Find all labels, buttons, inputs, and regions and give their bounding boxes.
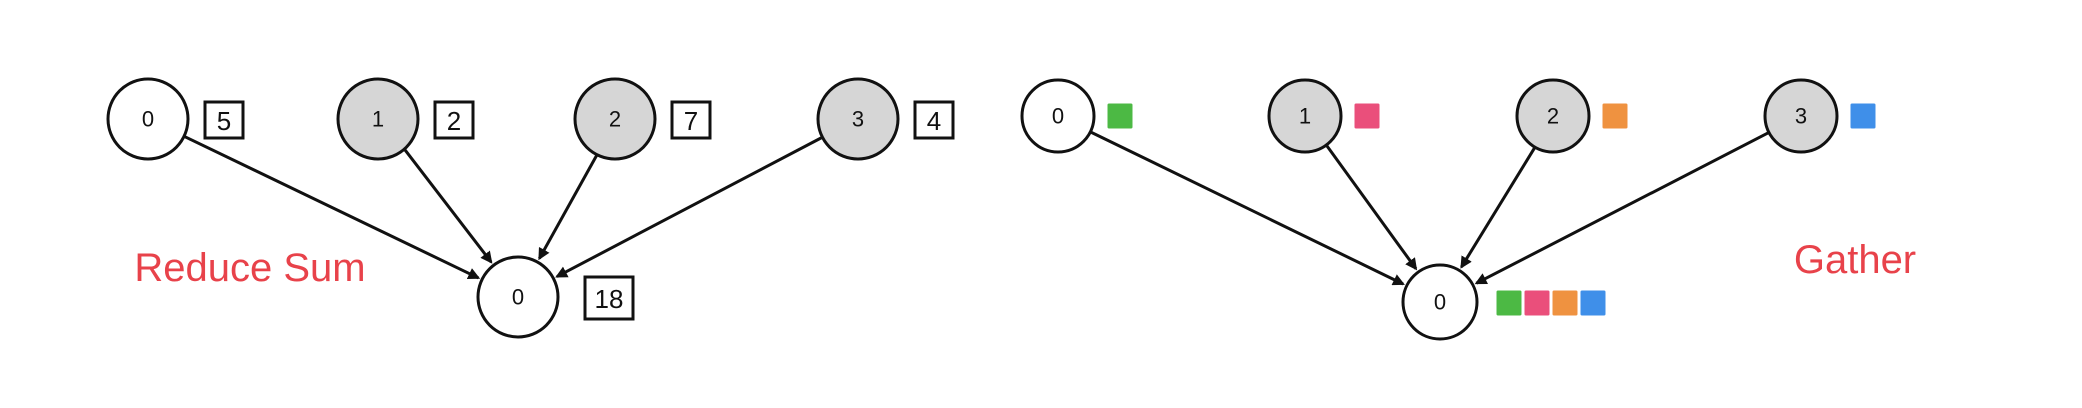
reduce-source-node-0	[106, 77, 190, 161]
reduce-source-node-1	[336, 77, 420, 161]
reduce-source-node-2-label: 2	[609, 107, 621, 132]
reduce-source-node-2	[573, 77, 657, 161]
reduce-source-node-3-label: 3	[852, 107, 864, 132]
edges-layer	[183, 130, 1770, 286]
reduce-edge-2	[538, 153, 599, 261]
gather-edge-0	[1089, 130, 1405, 286]
gather-source-node-0	[1020, 78, 1096, 154]
gather-target-chip-4	[1580, 290, 1606, 316]
gather-edge-2	[1460, 146, 1537, 269]
reduce-source-value-0-label: 5	[217, 106, 231, 136]
reduce-source-value-2	[670, 100, 712, 140]
gather-source-node-2-label: 2	[1547, 104, 1559, 129]
reduce-target-node-label: 0	[512, 285, 524, 310]
gather-source-chip-0	[1107, 103, 1133, 129]
reduce-source-node-3	[816, 77, 900, 161]
gather-target-node	[1401, 263, 1479, 341]
gather-source-chip-1	[1354, 103, 1380, 129]
gather-source-node-2	[1515, 78, 1591, 154]
reduce-target-value-label: 18	[595, 284, 624, 314]
reduce-edge-1	[403, 148, 493, 264]
gather-source-node-1	[1267, 78, 1343, 154]
gather-title: Gather	[1794, 238, 1916, 282]
reduce-source-value-1	[433, 100, 475, 140]
gather-edge-1	[1325, 144, 1418, 271]
gather-source-chip-2	[1602, 103, 1628, 129]
reduce-target-value	[583, 275, 635, 321]
gather-source-node-3-label: 3	[1795, 104, 1807, 129]
reduce-source-value-1-label: 2	[447, 106, 461, 136]
gather-source-node-0-label: 0	[1052, 104, 1064, 129]
reduce-edge-0	[183, 134, 481, 280]
reduce-source-node-0-label: 0	[142, 107, 154, 132]
gather-source-node-3	[1763, 78, 1839, 154]
gather-target-chip-3	[1552, 290, 1578, 316]
reduce-source-value-0	[203, 100, 245, 140]
reduce-source-node-1-label: 1	[372, 107, 384, 132]
gather-edge-3	[1474, 131, 1770, 285]
gather-target-chip-1	[1496, 290, 1522, 316]
reduce-source-value-3	[913, 100, 955, 140]
reduce-source-value-2-label: 7	[684, 106, 698, 136]
nodes-layer: 0 5 1 2 2 7 3 4 0 18 0 1 2 3 0	[106, 77, 1876, 341]
reduce-target-node	[476, 255, 560, 339]
gather-source-chip-3	[1850, 103, 1876, 129]
gather-target-chip-2	[1524, 290, 1550, 316]
reduce-sum-title: Reduce Sum	[134, 246, 365, 290]
reduce-source-value-3-label: 4	[927, 106, 941, 136]
reduce-edge-3	[555, 135, 824, 278]
gather-target-node-label: 0	[1434, 290, 1446, 315]
gather-source-node-1-label: 1	[1299, 104, 1311, 129]
